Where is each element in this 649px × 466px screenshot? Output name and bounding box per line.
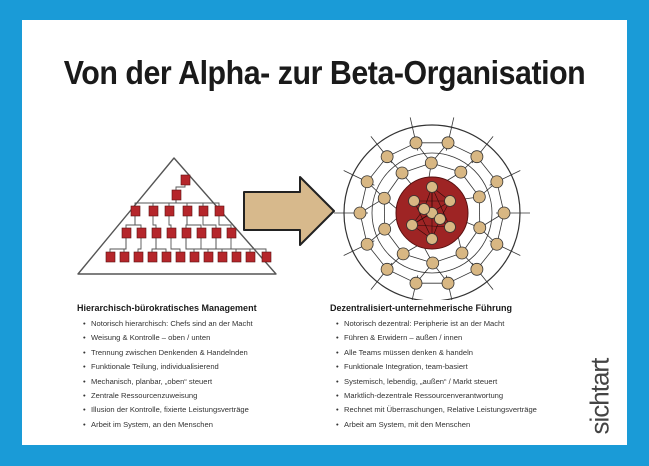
list-item: Alle Teams müssen denken & handeln xyxy=(336,346,610,361)
list-item: Zentrale Ressourcenzuweisung xyxy=(83,389,357,404)
list-item: Funktionale Teilung, individualisierend xyxy=(83,360,357,375)
list-item: Trennung zwischen Denkenden & Handelnden xyxy=(83,346,357,361)
list-item: Funktionale Integration, team-basiert xyxy=(336,360,610,375)
list-item: Notorisch dezentral: Peripherie ist an d… xyxy=(336,317,610,332)
hierarchy-pyramid-icon xyxy=(77,157,277,275)
list-item: Mechanisch, planbar, „oben“ steuert xyxy=(83,375,357,390)
list-item: Marktlich-dezentrale Ressourcenverantwor… xyxy=(336,389,610,404)
page-title: Von der Alpha- zur Beta-Organisation xyxy=(63,54,586,91)
list-item: Notorisch hierarchisch: Chefs sind an de… xyxy=(83,317,357,332)
list-item: Arbeit im System, an den Menschen xyxy=(83,418,357,433)
list-item: Systemisch, lebendig, „außen“ / Markt st… xyxy=(336,375,610,390)
arrow-right-icon xyxy=(243,176,335,246)
list-item: Rechnet mit Überraschungen, Relative Lei… xyxy=(336,403,610,418)
beta-heading: Dezentralisiert-unternehmerische Führung xyxy=(330,303,513,313)
list-item: Weisung & Kontrolle – oben / unten xyxy=(83,331,357,346)
logo-wordmark: sichtart xyxy=(584,358,615,435)
alpha-list: Notorisch hierarchisch: Chefs sind an de… xyxy=(77,317,357,433)
list-item: Illusion der Kontrolle, fixierte Leistun… xyxy=(83,403,357,418)
beta-column: Dezentralisiert-unternehmerische Führung… xyxy=(330,303,610,433)
beta-list: Notorisch dezentral: Peripherie ist an d… xyxy=(330,317,610,433)
illustration xyxy=(77,117,530,300)
list-item: Arbeit am System, mit den Menschen xyxy=(336,418,610,433)
sichtart-logo: sichtart xyxy=(584,338,615,448)
network-organisation-icon xyxy=(334,117,530,300)
alpha-heading: Hierarchisch-bürokratisches Management xyxy=(77,303,257,313)
list-item: Führen & Erwidern – außen / innen xyxy=(336,331,610,346)
alpha-column: Hierarchisch-bürokratisches Management N… xyxy=(77,303,357,433)
slide-card: Von der Alpha- zur Beta-Organisation Hie… xyxy=(22,20,627,445)
